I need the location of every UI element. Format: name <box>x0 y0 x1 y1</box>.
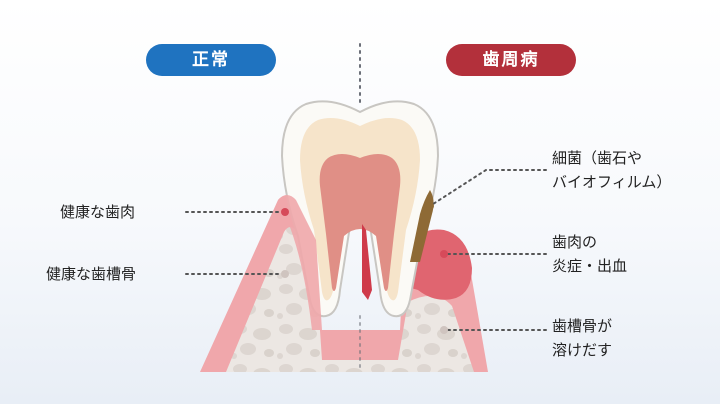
label-bacteria: 細菌（歯石や バイオフィルム） <box>552 146 671 194</box>
dot-bone-loss <box>440 326 448 334</box>
label-bacteria-line2: バイオフィルム） <box>552 173 672 191</box>
pulp-inflamed <box>362 224 372 300</box>
label-gum-inflammation-line2: 炎症・出血 <box>552 257 628 275</box>
label-healthy-bone: 健康な歯槽骨 <box>46 265 137 283</box>
label-bone-loss-line2: 溶けだす <box>552 341 613 359</box>
leader-bacteria-diag <box>429 169 487 207</box>
label-bacteria-line1: 細菌（歯石や <box>552 149 643 167</box>
pulp <box>319 154 401 291</box>
dot-gum-inflammation <box>440 250 448 258</box>
alveolar-bone-healthy <box>226 227 360 372</box>
gum-edge-left <box>278 195 322 330</box>
tag-periodontal: 歯周病 <box>446 44 576 76</box>
alveolar-bone-dissolving <box>360 295 474 372</box>
label-gum-inflammation-line1: 歯肉の <box>552 233 598 251</box>
dot-healthy-bone <box>281 270 289 278</box>
dot-bacteria <box>426 202 434 210</box>
dot-healthy-gum <box>281 208 289 216</box>
label-bone-loss: 歯槽骨が 溶けだす <box>552 314 612 362</box>
tag-normal: 正常 <box>146 44 276 76</box>
label-gum-inflammation: 歯肉の 炎症・出血 <box>552 230 627 278</box>
label-healthy-gum: 健康な歯肉 <box>60 203 136 221</box>
label-bone-loss-line1: 歯槽骨が <box>552 317 613 335</box>
